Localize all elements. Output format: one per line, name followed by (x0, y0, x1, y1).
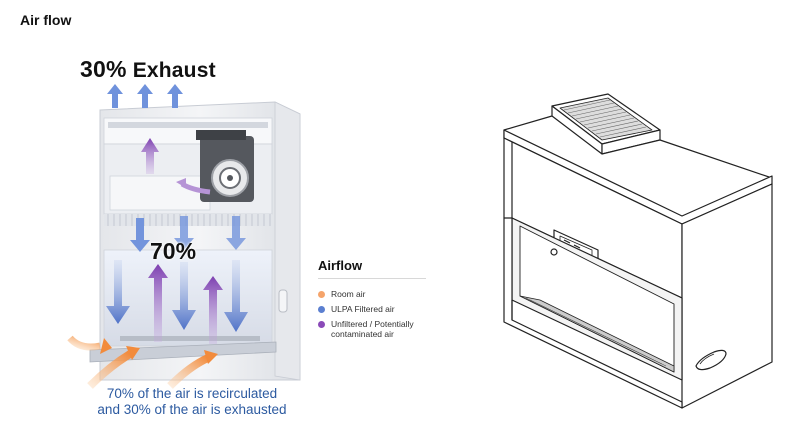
legend-label: Room air (331, 289, 366, 299)
legend-item-contaminated-air: Unfiltered / Potentially contaminated ai… (318, 319, 431, 339)
room-air-dot-icon (318, 290, 325, 298)
page-title: Air flow (20, 12, 72, 28)
contaminated-air-dot-icon (318, 320, 325, 328)
legend-label: Unfiltered / Potentially contaminated ai… (331, 319, 414, 339)
legend-label: ULPA Filtered air (331, 304, 395, 314)
airflow-diagram (67, 84, 301, 389)
recirculation-percent: 70% (150, 238, 197, 264)
legend-item-filtered-air: ULPA Filtered air (318, 304, 431, 314)
legend-divider (318, 278, 426, 279)
filtered-air-arrows (106, 216, 248, 332)
exhaust-text: Exhaust (132, 59, 216, 82)
caption-line-1: 70% of the air is recirculated (106, 386, 278, 401)
contaminated-air-arrows (141, 138, 223, 344)
exhaust-arrows (107, 84, 183, 108)
cabinet-line-drawing (503, 93, 773, 409)
legend-title: Airflow (318, 258, 363, 273)
filtered-air-dot-icon (318, 305, 325, 313)
legend-item-room-air: Room air (318, 289, 431, 299)
room-air-arrows (67, 335, 218, 389)
diagram-caption: 70% of the air is recirculated and 30% o… (66, 386, 318, 418)
exhaust-label: 30% Exhaust (80, 56, 216, 83)
exhaust-filter-box (551, 93, 661, 155)
caption-line-2: and 30% of the air is exhausted (97, 402, 287, 417)
exhaust-percent: 30% (80, 56, 127, 82)
